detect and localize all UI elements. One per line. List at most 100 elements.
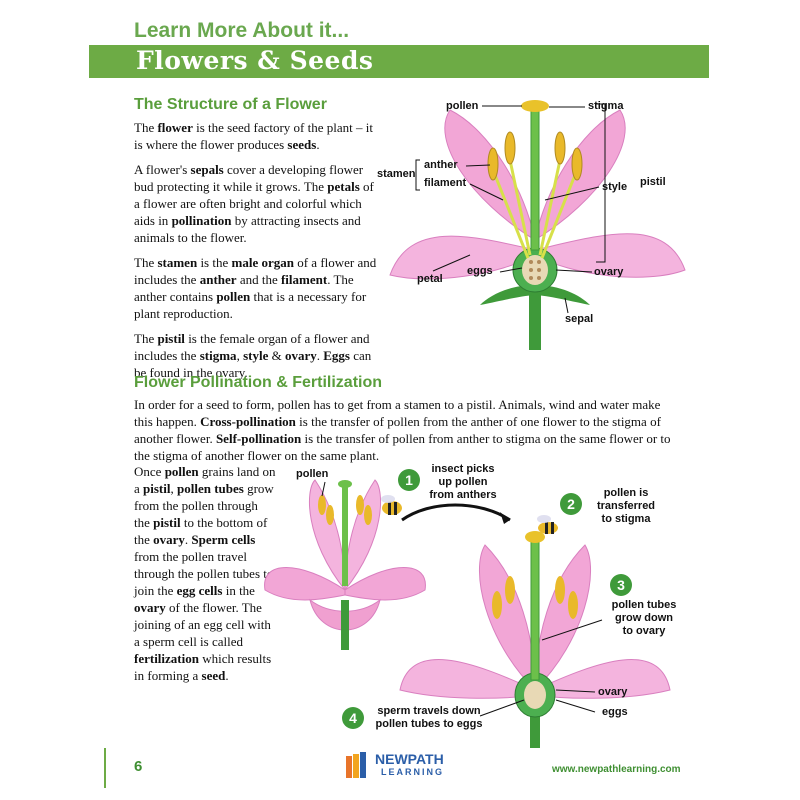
label-ovary: ovary: [594, 266, 624, 278]
bee-icon-1: [381, 495, 402, 515]
bold-term: pollination: [171, 213, 232, 228]
paragraph-sepals: A flower's sepals cover a developing flo…: [134, 162, 374, 245]
label-filament: filament: [424, 177, 467, 189]
bold-term: style: [243, 348, 269, 363]
bold-term: Eggs: [323, 348, 350, 363]
newpath-logo-icon: [346, 752, 370, 778]
bold-term: seeds: [287, 137, 317, 152]
petal-shape: [344, 567, 426, 601]
petal-shape: [344, 479, 382, 592]
step-3-line: pollen tubes: [611, 599, 677, 611]
step-3-badge: 3: [610, 574, 632, 596]
bold-term: ovary: [153, 532, 185, 547]
bold-term: fertilization: [134, 651, 199, 666]
stigma-shape: [521, 100, 549, 112]
page-title: Flowers & Seeds: [136, 46, 374, 75]
bold-term: anther: [199, 272, 237, 287]
label-pollen: pollen: [446, 100, 479, 112]
page-subtitle: Learn More About it...: [134, 19, 350, 42]
step-1-line: insect picks: [431, 463, 495, 475]
page-number: 6: [134, 758, 143, 775]
leader-lines: [321, 481, 603, 717]
stem-shape: [341, 600, 349, 650]
step-4-line: pollen tubes to eggs: [375, 718, 483, 730]
petal-shape: [534, 659, 671, 699]
bold-term: stamen: [157, 255, 198, 270]
label-sepal: sepal: [565, 313, 594, 325]
petal-shape: [534, 233, 686, 278]
bold-term: Sperm cells: [191, 532, 256, 547]
stem-shape: [530, 700, 540, 748]
bold-term: filament: [280, 272, 328, 287]
bold-term: sepals: [190, 162, 224, 177]
egg-dots: [529, 260, 541, 280]
anther-shapes: [492, 576, 578, 619]
bold-term: male organ: [231, 255, 294, 270]
style-shape: [342, 486, 348, 586]
step-1-text: insect picks up pollen from anthers: [424, 463, 502, 502]
style-shape: [530, 539, 540, 681]
step-2-line: to stigma: [601, 513, 651, 525]
step-3-text: pollen tubes grow down to ovary: [600, 599, 688, 638]
ovary-inner-shape: [522, 255, 548, 285]
bold-term: petals: [327, 179, 360, 194]
bold-term: pollen: [164, 464, 199, 479]
paragraph-pollination-intro: In order for a seed to form, pollen has …: [134, 397, 671, 463]
paragraph-fertilization: Once pollen grains land on a pistil, pol…: [134, 464, 276, 683]
step-4-line: sperm travels down: [377, 705, 481, 717]
step-4-text: sperm travels down pollen tubes to eggs: [369, 705, 489, 731]
section-heading-pollination: Flower Pollination & Fertilization: [134, 374, 383, 391]
label-eggs-2: eggs: [602, 706, 628, 718]
stigma-shape: [525, 531, 545, 543]
label-stamen: stamen: [377, 168, 416, 180]
title-banner: [89, 45, 709, 78]
step-2-line: pollen is: [603, 487, 649, 499]
bold-term: flower: [157, 120, 193, 135]
style-shape: [530, 109, 540, 251]
petal-shape: [399, 659, 536, 699]
sepal-shape: [480, 285, 535, 305]
pollination-diagram: [264, 479, 671, 748]
bold-term: pollen tubes: [177, 481, 244, 496]
paragraph-pistil: The pistil is the female organ of a flow…: [134, 331, 372, 380]
leader-lines: [415, 103, 606, 314]
transfer-arrow: [401, 503, 511, 522]
bold-term: stigma: [199, 348, 237, 363]
bold-term: Self-pollination: [215, 431, 302, 446]
label-eggs: eggs: [467, 265, 493, 277]
label-stigma: stigma: [588, 100, 624, 112]
label-style: style: [602, 181, 628, 193]
petal-shape: [479, 544, 536, 692]
petal-shape: [389, 235, 536, 280]
logo-learning: LEARNING: [381, 767, 444, 777]
step-1-line: from anthers: [429, 489, 497, 501]
label-pistil: pistil: [640, 176, 666, 188]
stigma-shape: [338, 480, 352, 488]
bold-term: pollen: [216, 289, 251, 304]
anther-shapes: [487, 131, 583, 181]
bold-term: pistil: [153, 515, 181, 530]
footer-url[interactable]: www.newpathlearning.com: [552, 764, 681, 775]
bold-term: ovary: [284, 348, 317, 363]
petal-shape: [264, 567, 346, 601]
structure-text: The flower is the seed factory of the pl…: [134, 119, 380, 381]
label-ovary-2: ovary: [598, 686, 628, 698]
bold-term: ovary: [134, 600, 166, 615]
bold-term: Cross-pollination: [200, 414, 296, 429]
label-pollen-2: pollen: [296, 468, 329, 480]
label-petal: petal: [417, 273, 443, 285]
paragraph-flower: The flower is the seed factory of the pl…: [134, 120, 373, 152]
ovary-inner-shape: [524, 681, 546, 709]
bold-term: pistil: [143, 481, 171, 496]
step-2-badge: 2: [560, 493, 582, 515]
anther-shapes: [318, 495, 372, 525]
arrow-head: [500, 512, 510, 524]
bold-term: pistil: [157, 331, 185, 346]
step-1-line: up pollen: [438, 476, 488, 488]
fertilization-text: Once pollen grains land on a pistil, pol…: [134, 463, 276, 684]
bee-icon-2: [537, 515, 558, 534]
step-4-badge: 4: [342, 707, 364, 729]
filament-lines: [493, 159, 577, 259]
label-anther: anther: [424, 159, 458, 171]
step-3-line: to ovary: [622, 625, 666, 637]
